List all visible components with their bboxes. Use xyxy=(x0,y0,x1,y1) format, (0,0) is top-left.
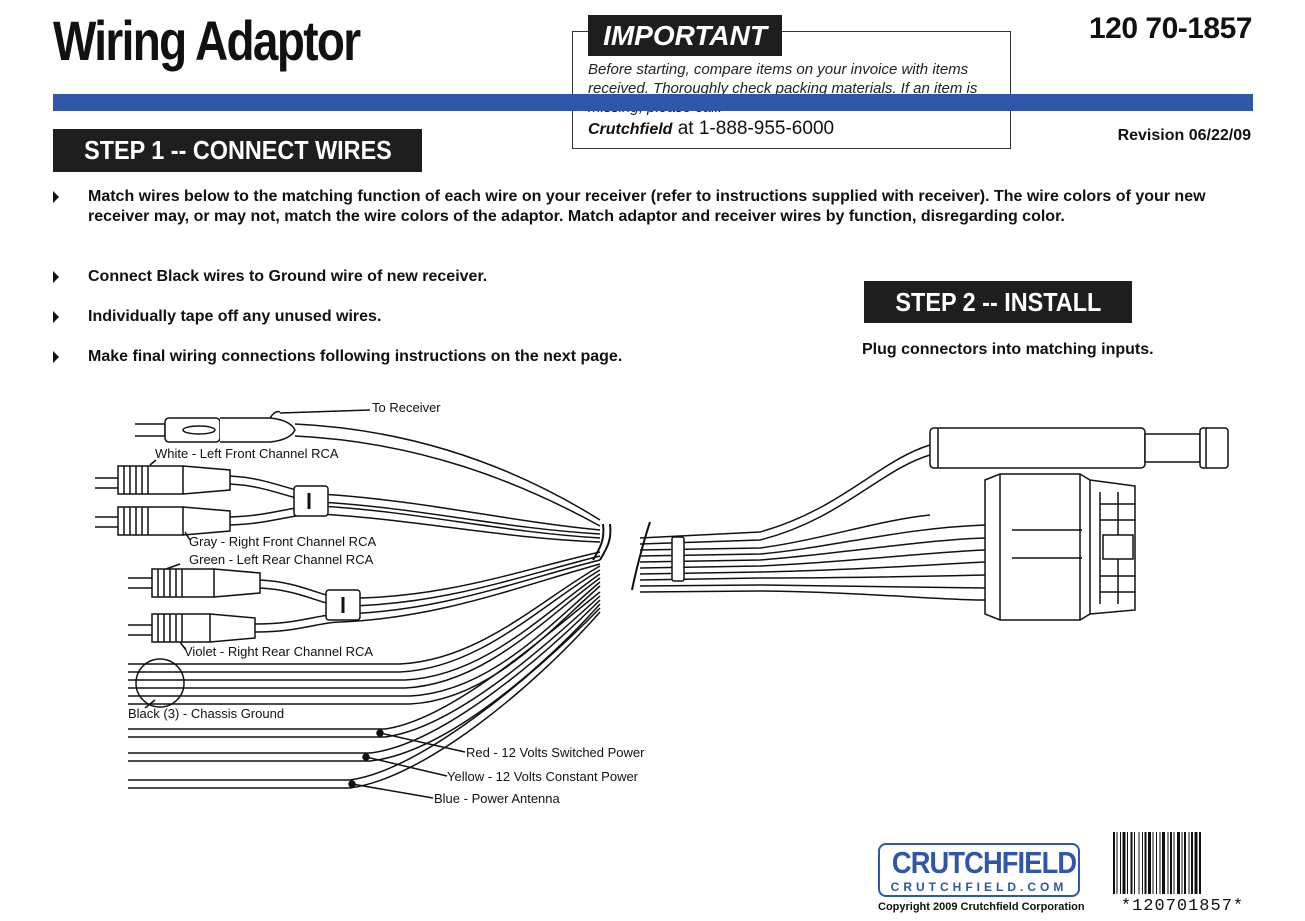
header-divider-bar xyxy=(53,94,1253,111)
barcode-icon xyxy=(1113,832,1201,894)
bullet-arrow-icon xyxy=(53,351,59,363)
step2-text: Plug connectors into matching inputs. xyxy=(862,341,1154,358)
label-green: Green - Left Rear Channel RCA xyxy=(189,552,374,567)
bullet-text: Connect Black wires to Ground wire of ne… xyxy=(88,268,488,285)
rca-plug-icon xyxy=(128,568,261,598)
rca-plug-icon xyxy=(95,506,231,536)
revision-date: Revision 06/22/09 xyxy=(1117,127,1251,144)
bullet-text: Individually tape off any unused wires. xyxy=(88,308,382,325)
page-title: Wiring Adaptor xyxy=(53,9,361,72)
label-red: Red - 12 Volts Switched Power xyxy=(466,745,645,760)
bullet-text: Match wires below to the matching functi… xyxy=(88,188,1206,225)
harness-connector-icon xyxy=(984,473,1136,621)
bullet-arrow-icon xyxy=(53,191,59,203)
logo-url: CRUTCHFIELD.COM xyxy=(890,880,1068,894)
bullet-arrow-icon xyxy=(53,271,59,283)
logo-name: CRUTCHFIELD xyxy=(891,845,1077,880)
label-gray: Gray - Right Front Channel RCA xyxy=(189,534,376,549)
copyright: Copyright 2009 Crutchfield Corporation xyxy=(878,901,1085,913)
crutchfield-logo: CRUTCHFIELD CRUTCHFIELD.COM xyxy=(878,843,1080,897)
wire-bundle-right xyxy=(639,444,986,601)
bullet-arrow-icon xyxy=(53,311,59,323)
step2-heading: STEP 2 -- INSTALL xyxy=(864,281,1132,323)
label-white: White - Left Front Channel RCA xyxy=(155,446,339,461)
antenna-plug-icon xyxy=(135,410,296,443)
important-contact: Crutchfield at 1-888-955-6000 xyxy=(588,118,834,140)
wiring-diagram: To Receiver White - Left Front Channel R… xyxy=(95,400,1229,806)
step2-title: STEP 2 -- INSTALL xyxy=(895,287,1101,317)
document-number: 120 70-1857 xyxy=(1089,12,1253,45)
rca-plug-icon xyxy=(128,613,256,643)
antenna-jack-icon xyxy=(929,427,1229,469)
step1-title: STEP 1 -- CONNECT WIRES xyxy=(83,135,392,165)
label-yellow: Yellow - 12 Volts Constant Power xyxy=(447,769,639,784)
label-to-receiver: To Receiver xyxy=(372,400,441,415)
label-black: Black (3) - Chassis Ground xyxy=(128,706,284,721)
phone-number: at 1-888-955-6000 xyxy=(677,118,835,139)
important-label: IMPORTANT xyxy=(588,15,782,56)
rca-plug-icon xyxy=(95,465,231,495)
label-violet: Violet - Right Rear Channel RCA xyxy=(184,644,373,659)
step1-heading: STEP 1 -- CONNECT WIRES xyxy=(53,129,422,172)
barcode-text: *120701857* xyxy=(1120,897,1245,916)
label-blue: Blue - Power Antenna xyxy=(434,791,561,806)
ground-wires xyxy=(128,565,601,708)
bullet-text: Make final wiring connections following … xyxy=(88,348,623,365)
company-name: Crutchfield xyxy=(588,121,673,138)
